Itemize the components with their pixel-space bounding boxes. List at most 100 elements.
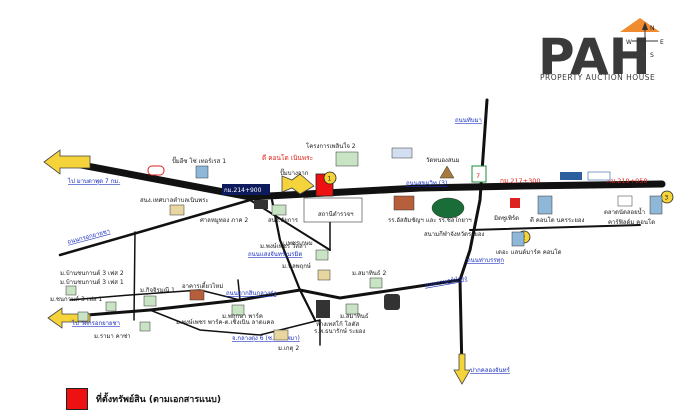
condo-building-icon [649,195,663,215]
road-kobkorn [58,198,252,257]
km1-badge [222,184,270,195]
legend-swatch [66,388,88,410]
thesis-building-icon [511,231,525,247]
arrow-left-top [43,149,91,175]
roads-layer [48,98,666,374]
floating-market-icon [617,195,633,207]
stadium-icon [431,197,465,219]
temple-icon [439,165,455,179]
bank-logo-icon [391,147,413,159]
prosecutor-icon [271,204,287,216]
label-road-to-pakyan: ปากคลองจันทร์ [470,366,511,374]
compass-w: W [626,39,632,46]
label-village-2: ม.บ้านชนกานต์ 3 เฟส 1 [60,278,124,286]
label-project-2: โครงการเพลินใจ 2 [306,142,356,150]
label-fireworks: สถานีตำรวจฯ [318,210,354,218]
label-road-saenjan: ถนนแสงจันทร์เนรมิต [248,250,302,258]
label-village-6: ม.รามา คาซ่า [94,333,131,340]
label-road-tabma-down: ถนนท่าบรรทุก [467,257,504,264]
landmark-logo-icon [560,172,582,180]
label-dcondo-nakorn: ดี คอนโด นครระยอง [530,216,585,224]
village-icon-i [77,311,89,322]
legend-label: ที่ตั้งทรัพย์สิน (ตามเอกสารแนบ) [96,395,221,405]
svg-text:1: 1 [328,176,332,183]
label-bangchak: ปั๊มบางจาก [280,168,309,177]
label-village-5: อาคารเตี้ยวไหม่ [182,280,223,290]
road-lower-arc [149,309,321,336]
label-village-10: ม.นิลพฤกษ์ [282,262,311,270]
label-village-1: ม.บ้านชนกานต์ 3 เฟส 2 [60,269,124,277]
label-road-koh: จ.กลางตุ่ง 6 (ซ.ช่างเหมา) [232,335,300,342]
label-km-1: กม.214+900 [224,187,262,194]
village-icon-c [273,329,289,341]
project-2-icon [335,151,359,167]
label-sanam-2: ม.สมาทินธ์ 2 [352,269,386,277]
tools-icon [384,294,400,310]
label-km-3: กม.219+050 [607,177,648,185]
label-village-4: ม.กิจจิรมณี 1 [140,286,175,294]
arrow-property [281,173,315,195]
esso-building-icon [195,165,209,179]
logo-roof-icon [620,18,660,32]
main-road-sukhumvit [51,156,666,201]
village-icon-b [317,269,331,281]
pah-logo: PAH PROPERTY AUCTION HOUSE [538,18,660,86]
village-icon-d [231,304,245,316]
sanam-icon [345,303,359,315]
label-road-taklang: ถนนตากสินกลางรุ่ง [226,290,276,297]
label-property: ดี คอนโด เนินพระ [262,154,313,162]
municipal-icon [169,204,185,216]
logo-tagline: PROPERTY AUCTION HOUSE [540,73,655,82]
label-shop-2: สนง.อัยการ [268,217,299,224]
village-icon-h [139,321,151,332]
school-icon [393,195,415,211]
svg-text:3: 3 [665,195,669,202]
legend: ที่ตั้งทรัพย์สิน (ตามเอกสารแนบ) [66,388,221,410]
village-icon-g [105,301,117,312]
label-km-2: กม.217+300 [500,177,541,185]
thai-post-icon [254,200,268,209]
road-ratbumrung [458,98,489,282]
compass-e: E [660,39,664,46]
seven-eleven-icon [471,165,487,183]
label-hosp: ร.พ.ธนารักษ์ ระยอง [314,327,365,335]
logo-letters: PAH [538,28,651,86]
label-village-11: ม.เพชรเกษม [280,240,313,247]
label-dcondo-other: คาร์ฟิลด์ม คอนโด [608,218,655,226]
label-village-12: ม.เกตุ 2 [278,345,299,352]
market-icon [316,300,330,318]
arrow-left-bottom [47,307,91,329]
compass-s: S [650,52,654,59]
label-thesis: เดอะ แลนด์มาร์ค คอนโด [496,248,562,256]
label-thai-post: สนง.เทศบาลตำบลเนินพระ [140,197,209,204]
road-taklang [48,278,462,320]
label-seven-eleven: 7 [476,172,480,180]
road-village [69,289,241,301]
village-icon-e [143,295,157,307]
label-shop-1: ศาลหมูทอง ภาค 2 [200,217,248,224]
label-dir-left-top: ไป มาบตาพุด 7 กม. [67,177,120,185]
road-small-2 [237,279,241,301]
esso-logo-icon [147,165,165,176]
school-2-icon [189,289,205,301]
label-school: รร.อัสสัมชัญฯ และ รร.ชลโกยาฯ [388,216,472,224]
compass-icon: N E S W [626,22,664,59]
mitsubishi-logo-icon [510,198,520,208]
road-small-4 [133,231,136,321]
compass-n: N [650,25,655,32]
label-mitsubishi: มิตซูเพิร์ด [494,214,519,222]
label-road-tabma: ถนนทับมา [455,117,482,124]
road-stub-right [469,224,641,231]
badge-1: 1 [323,171,337,185]
label-village-9: ม.พงษ์เพชร พาร์ค-ต.เชิงเนิน ลาดแคล [176,318,274,326]
label-stadium: สนามกีฬาจังหวัดระยอง [424,230,484,238]
label-esso: ปั๊มอีซ โซ่ เทอร์เรส 1 [172,156,226,165]
label-village-8: ม.พงษ์เพชร วิลล่า [260,242,306,250]
village-icon-f [65,285,77,296]
arrow-down [453,353,471,385]
label-lagoon: ตลาดนัดลอยน้ำ [604,206,645,216]
label-village-7: ม.พฤกษา พาร์ค [222,312,263,320]
sanam-2-icon [369,277,383,289]
road-saenjan [270,198,317,322]
